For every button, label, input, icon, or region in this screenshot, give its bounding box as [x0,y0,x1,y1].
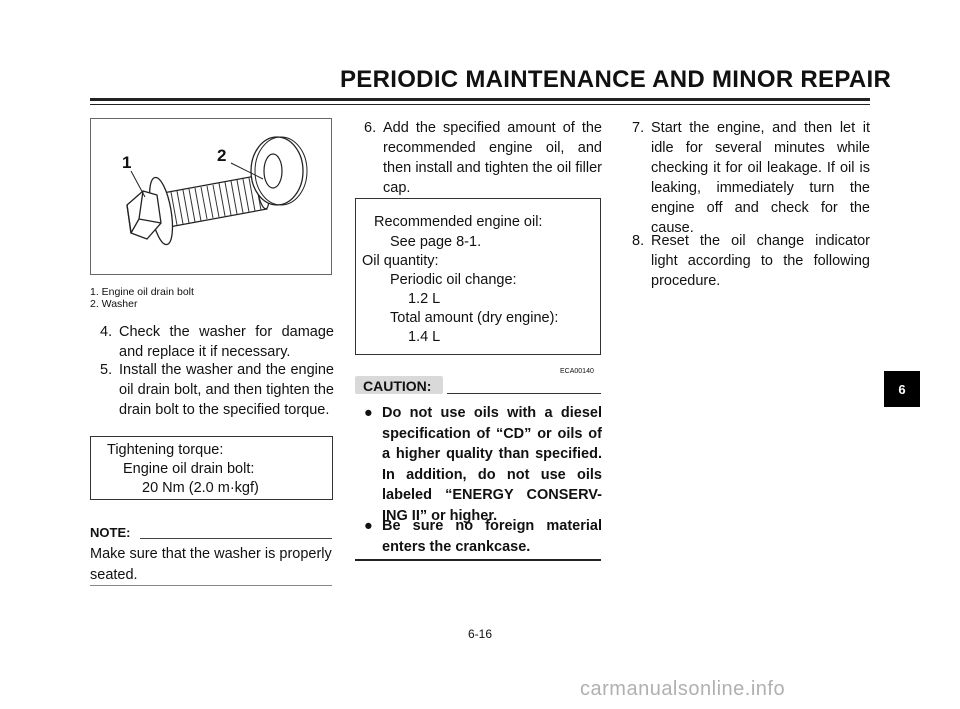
step-number: 4. [100,324,113,340]
step-6: 6. Add the specified amount of the recom… [364,118,602,198]
caution-bullet-1: ● Do not use oils with a diesel specific… [364,403,602,524]
total-amount-value: 1.4 L [408,329,441,345]
bullet-text: Do not use oils with a diesel specificat… [382,405,602,524]
callout-1: 1 [122,153,132,172]
bullet-icon: ● [364,405,373,421]
caution-label: CAUTION: [363,378,432,394]
caption-item-2: 2. Washer [90,298,138,310]
watermark: carmanualsonline.info [580,678,786,700]
drain-bolt-drawing [126,136,308,246]
step-8: 8. Reset the oil change indicator light … [632,231,870,291]
torque-value: 20 Nm (2.0 m·kgf) [142,480,259,496]
page-number: 6-16 [467,627,493,641]
step-number: 7. [632,120,645,136]
step-4: 4. Check the washer for damage and repla… [100,322,334,362]
periodic-change-label: Periodic oil change: [390,272,517,288]
callout-2: 2 [217,146,227,165]
caution-bullet-2: ● Be sure no foreign material enters the… [364,516,602,558]
step-number: 8. [632,233,645,249]
oil-type-ref: See page 8-1. [390,234,482,250]
total-amount-label: Total amount (dry engine): [390,310,559,326]
caution-code: ECA00140 [560,368,594,375]
note-text: Make sure that the washer is properly se… [90,546,332,583]
step-text: Start the engine, and then let it idle f… [651,120,870,236]
step-text: Install the washer and the engine oil dr… [119,362,334,418]
caution-rule [447,393,601,394]
torque-label: Tightening torque: [107,442,224,458]
torque-spec-box: Tightening torque: Engine oil drain bolt… [90,436,333,500]
figure-caption: 1. Engine oil drain bolt 2. Washer [90,286,194,310]
step-number: 6. [364,120,377,136]
bullet-text: Be sure no foreign material enters the c… [382,518,602,555]
step-5: 5. Install the washer and the engine oil… [100,360,334,440]
torque-item: Engine oil drain bolt: [123,461,255,477]
step-text: Reset the oil change indicator light acc… [651,233,870,289]
oil-spec-box: Recommended engine oil: See page 8-1. Oi… [355,198,601,355]
note-rule [140,538,332,539]
oil-quantity-label: Oil quantity: [362,253,439,269]
step-number: 5. [100,362,113,378]
header-rule-thin [90,104,870,105]
drain-bolt-illustration: 1 2 [90,118,332,275]
header-rule [90,98,870,101]
oil-type-label: Recommended engine oil: [374,214,543,230]
caution-badge [355,376,443,394]
note-end-rule [90,585,332,586]
caution-end-rule [355,559,601,561]
bullet-icon: ● [364,518,373,534]
note-label: NOTE: [90,525,131,540]
step-text: Check the washer for damage and replace … [119,324,334,360]
caption-item-1: 1. Engine oil drain bolt [90,286,194,298]
periodic-change-value: 1.2 L [408,291,441,307]
page-title: PERIODIC MAINTENANCE AND MINOR REPAIR [340,66,892,93]
step-text: Add the specified amount of the recommen… [383,120,602,196]
chapter-tab: 6 [884,371,920,407]
step-7: 7. Start the engine, and then let it idl… [632,118,870,238]
